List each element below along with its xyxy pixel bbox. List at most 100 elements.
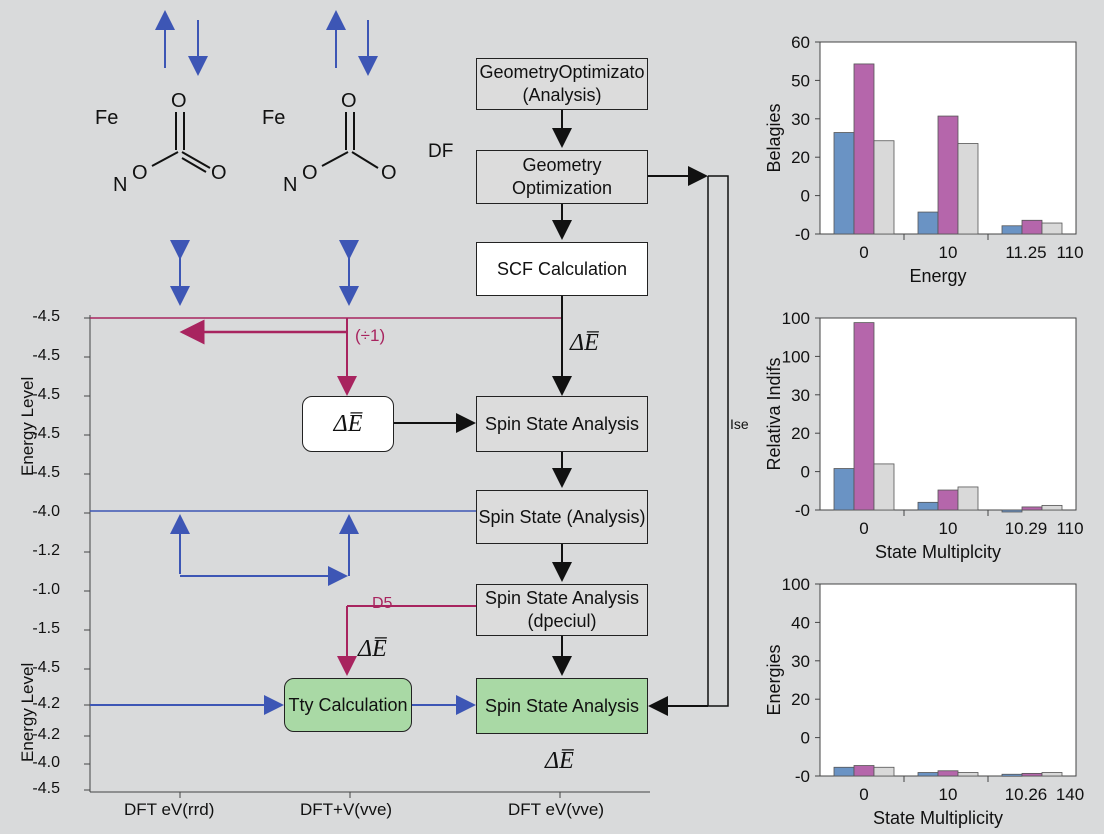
flow-box-spin-state: Spin State (Analysis)	[476, 490, 648, 544]
x-tick-label: 0	[859, 785, 868, 804]
bar	[957, 772, 979, 777]
x-axis-label: State Multiplicity	[873, 808, 1003, 828]
x-tick-label: 140	[1056, 785, 1084, 804]
x-tick-label: 0	[859, 243, 868, 262]
metal-label: Fe	[95, 107, 119, 129]
bar	[917, 211, 939, 235]
oxygen-label: O	[132, 162, 148, 184]
y-tick: -4.5	[32, 464, 60, 481]
flow-box-geometry-analysis: GeometryOptimizato (Analysis)	[476, 58, 648, 110]
x-tick-label: 10.29	[1005, 519, 1048, 538]
bar	[1001, 509, 1023, 513]
bar	[937, 770, 959, 777]
flow-box-geometry-optimization: Geometry Optimization	[476, 150, 648, 204]
flow-box-spin-state-analysis: Spin State Analysis	[476, 396, 648, 452]
plot-area	[819, 583, 1077, 777]
y-tick-label: 30	[791, 110, 810, 129]
y-tick-label: -0	[795, 501, 810, 520]
y-tick: -4.5	[32, 780, 60, 797]
oxygen-label: O	[171, 90, 187, 112]
bar	[1041, 504, 1063, 511]
oxygen-label: O	[341, 90, 357, 112]
metal-label: Fe	[262, 107, 286, 129]
bar	[853, 765, 875, 777]
bar	[873, 766, 895, 777]
y-axis-label: Belagies	[764, 103, 784, 172]
x-axis-label: Energy	[909, 266, 966, 286]
y-tick-label: 100	[782, 575, 810, 594]
x-axis-label: DFT eV(vve)	[508, 800, 605, 819]
y-tick-label: 60	[791, 33, 810, 52]
x-axis-label: DFT+V(vve)	[300, 800, 393, 819]
molecule-area	[151, 10, 379, 306]
oxygen-label: O	[381, 162, 397, 184]
y-tick: -4.5	[32, 659, 60, 676]
delta-e-label: ΔE̅	[545, 748, 574, 774]
x-axis-label: State Multiplcity	[875, 542, 1001, 562]
y-tick: -4.0	[32, 754, 60, 771]
y-tick-label: 100	[782, 309, 810, 328]
y-axis-label: Energy Level	[18, 662, 37, 762]
y-tick: -1.5	[32, 620, 60, 637]
nitrogen-label: N	[113, 174, 128, 196]
bar	[1021, 506, 1043, 511]
flow-box-spin-state-special: Spin State Analysis (dpeciul)	[476, 584, 648, 636]
bar	[937, 489, 959, 511]
y-axis-label: Energy Level	[18, 376, 37, 476]
delta-e-label: ΔE̅	[570, 330, 599, 356]
d5-label: D5	[372, 595, 393, 612]
delta-e-box: ΔE̅	[302, 396, 394, 452]
bar	[1001, 773, 1023, 777]
nitrogen-label: N	[283, 174, 298, 196]
bar	[1001, 225, 1023, 235]
bar	[833, 766, 855, 777]
y-tick: -4.5	[32, 347, 60, 364]
x-tick-label: 0	[859, 519, 868, 538]
flow-arrows	[552, 110, 729, 716]
bar	[1021, 772, 1043, 777]
df-label: DF	[428, 141, 454, 162]
y-tick: -4.2	[32, 695, 60, 712]
oxygen-label: O	[211, 162, 227, 184]
y-tick-label: 30	[791, 652, 810, 671]
bar	[957, 143, 979, 235]
bar	[917, 501, 939, 511]
x-tick-label: 110	[1056, 519, 1083, 538]
bar	[833, 132, 855, 235]
y-tick-label: 20	[791, 148, 810, 167]
oxygen-label: O	[302, 162, 318, 184]
bar	[873, 463, 895, 511]
y-tick-label: -0	[795, 225, 810, 244]
y-tick: -4.5	[32, 308, 60, 325]
y-axis-label: Energies	[764, 644, 784, 715]
bar	[873, 140, 895, 235]
x-axis-label: DFT eV(rrd)	[124, 800, 215, 819]
y-tick-label: 0	[801, 729, 810, 748]
bar	[957, 486, 979, 511]
bar	[1021, 219, 1043, 235]
y-tick-label: 20	[791, 690, 810, 709]
y-tick-label: -0	[795, 767, 810, 786]
x-tick-label: 11.25	[1005, 243, 1046, 262]
y-tick: -4.5	[32, 386, 60, 403]
bar	[853, 63, 875, 235]
y-tick-label: 0	[801, 187, 810, 206]
tty-calculation-box: Tty Calculation	[284, 678, 412, 732]
bar	[1041, 772, 1063, 777]
x-tick-label: 10	[939, 519, 958, 538]
bar	[1041, 222, 1063, 235]
energy-level-panel	[84, 315, 650, 798]
flow-box-scf-calculation: SCF Calculation	[476, 242, 648, 296]
bar	[937, 115, 959, 235]
y-tick-label: 40	[791, 613, 810, 632]
x-tick-label: 10	[939, 243, 958, 262]
x-tick-label: 110	[1056, 243, 1083, 262]
bar	[853, 322, 875, 511]
y-tick-label: 100	[782, 347, 810, 366]
y-tick: -4.0	[32, 503, 60, 520]
flow-box-spin-state-final: Spin State Analysis	[476, 678, 648, 734]
y-tick-label: 50	[791, 71, 810, 90]
y-tick-label: 30	[791, 386, 810, 405]
